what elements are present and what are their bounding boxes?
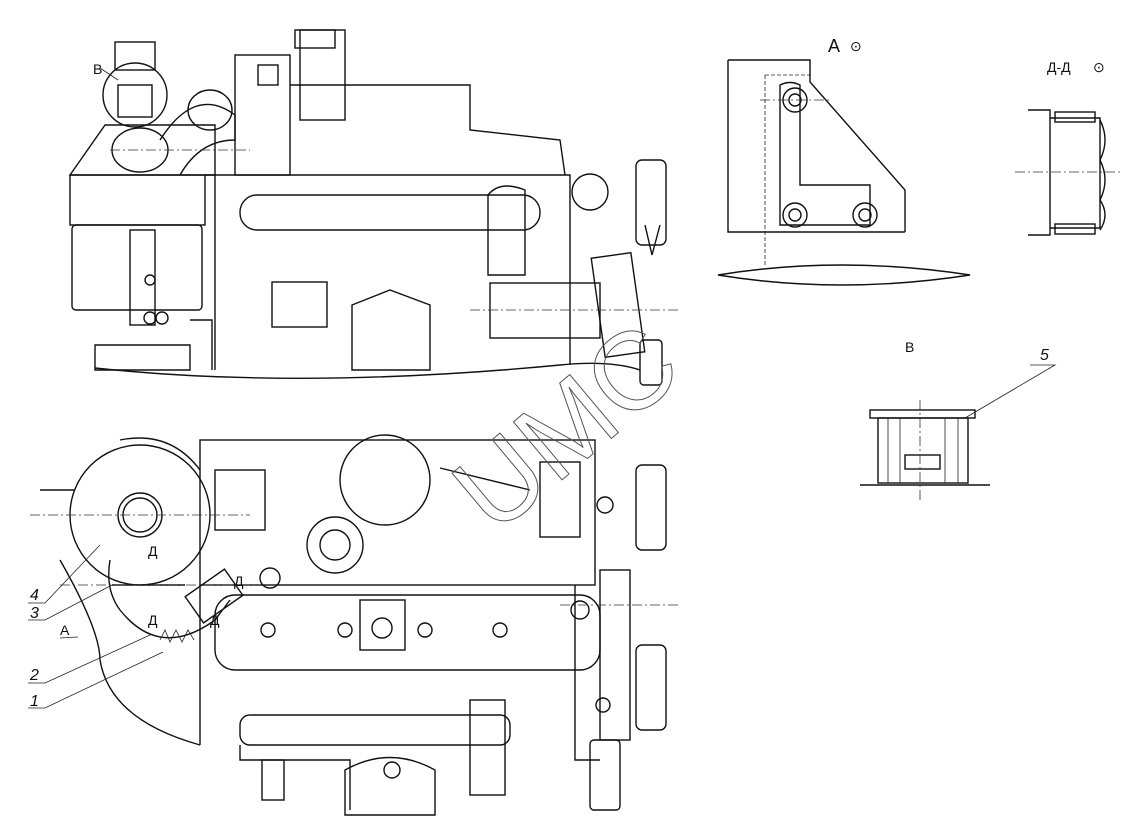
engine-side-view — [30, 434, 680, 816]
top-view-label: В — [93, 61, 102, 77]
section-rotation-symbol: ⊙ — [1093, 59, 1105, 75]
section-mark: Д — [210, 612, 220, 628]
section-d-d-detail — [1015, 109, 1120, 236]
view-a-rotation-symbol: ⊙ — [850, 38, 862, 54]
view-a-arrow-label: А — [60, 622, 70, 638]
section-mark: Д — [234, 573, 244, 589]
detail-b-title: В — [905, 339, 914, 355]
callout-1: 1 — [30, 693, 39, 710]
engine-top-view — [68, 29, 680, 386]
callout-5: 5 — [1040, 347, 1049, 364]
section-mark: Д — [148, 612, 158, 628]
callout-3: 3 — [30, 605, 39, 622]
callout-4: 4 — [30, 587, 39, 604]
callout-2: 2 — [29, 667, 39, 684]
view-a-detail — [717, 59, 971, 286]
view-a-title: А — [828, 36, 840, 56]
detail-b — [860, 400, 990, 500]
section-title: Д-Д — [1047, 59, 1071, 75]
section-mark: Д — [148, 543, 158, 559]
callout-leaders — [28, 67, 1057, 709]
